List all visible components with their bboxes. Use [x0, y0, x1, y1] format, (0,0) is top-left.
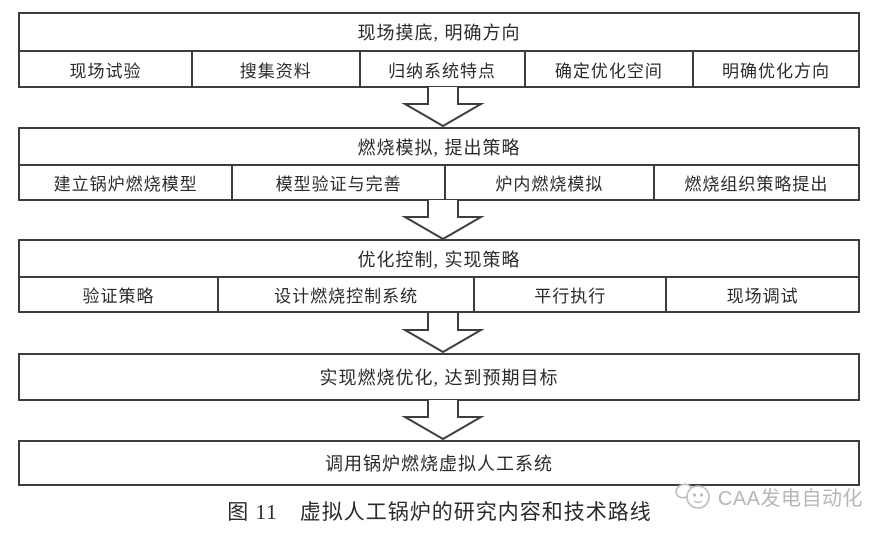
- stage-virtual-system: 调用锅炉燃烧虚拟人工系统: [18, 440, 860, 486]
- down-arrow-icon: [401, 87, 485, 127]
- stage-item: 设计燃烧控制系统: [216, 278, 473, 311]
- caa-mascot-icon: [675, 483, 710, 509]
- stage-item: 建立锅炉燃烧模型: [53, 175, 198, 194]
- watermark: CAA发电自动化: [673, 478, 863, 514]
- stage-item: 现场试验: [69, 61, 142, 81]
- stage-item: 燃烧组织策略提出: [652, 166, 858, 199]
- stage-item: 明确优化方向: [692, 52, 858, 86]
- stage-item: 模型验证与完善: [231, 166, 444, 199]
- stage-optimization-goal: 实现燃烧优化, 达到预期目标: [18, 353, 860, 401]
- stage-survey: 现场摸底, 明确方向 现场试验 搜集资料 归纳系统特点 确定优化空间 明确优化方…: [18, 12, 860, 88]
- stage-title: 燃烧模拟, 提出策略: [357, 137, 521, 158]
- stage-item: 平行执行: [473, 278, 665, 311]
- figure-caption: 图 11 虚拟人工锅炉的研究内容和技术路线: [227, 500, 652, 524]
- stage-title: 调用锅炉燃烧虚拟人工系统: [325, 454, 553, 474]
- down-arrow-icon: [401, 313, 485, 353]
- watermark-label: CAA发电自动化: [717, 487, 863, 510]
- stage-control: 优化控制, 实现策略 验证策略 设计燃烧控制系统 平行执行 现场调试: [18, 239, 860, 313]
- stage-item: 现场调试: [665, 278, 858, 311]
- stage-item: 炉内燃烧模拟: [444, 166, 653, 199]
- stage-items-row: 建立锅炉燃烧模型 模型验证与完善 炉内燃烧模拟 燃烧组织策略提出: [20, 164, 858, 199]
- stage-item: 搜集资料: [190, 52, 359, 86]
- stage-title: 实现燃烧优化, 达到预期目标: [319, 368, 559, 388]
- stage-simulation: 燃烧模拟, 提出策略 建立锅炉燃烧模型 模型验证与完善 炉内燃烧模拟 燃烧组织策…: [18, 127, 860, 201]
- stage-items-row: 现场试验 搜集资料 归纳系统特点 确定优化空间 明确优化方向: [20, 50, 858, 86]
- stage-items-row: 验证策略 设计燃烧控制系统 平行执行 现场调试: [20, 276, 858, 311]
- down-arrow-icon: [401, 400, 485, 440]
- stage-item: 验证策略: [82, 287, 155, 306]
- stage-item: 归纳系统特点: [358, 52, 524, 86]
- stage-item: 确定优化空间: [523, 52, 692, 86]
- stage-title: 优化控制, 实现策略: [357, 249, 521, 270]
- down-arrow-icon: [401, 200, 485, 240]
- stage-title: 现场摸底, 明确方向: [357, 23, 521, 43]
